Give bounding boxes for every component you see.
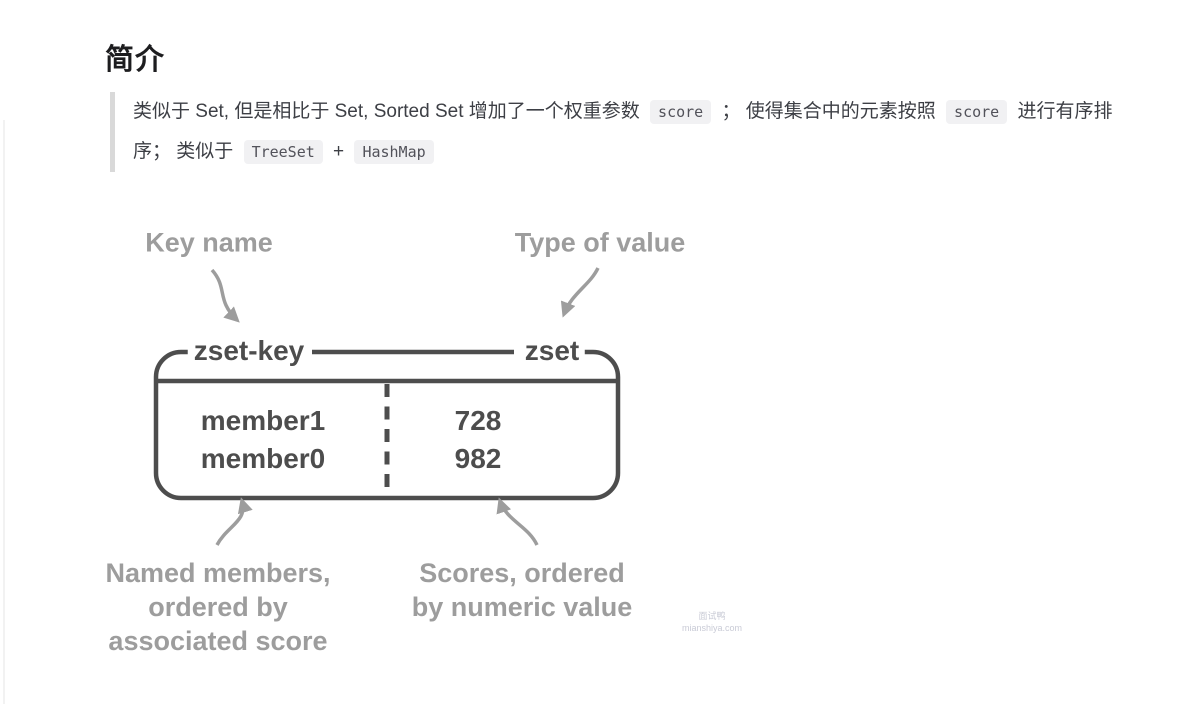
watermark-site-url: mianshiya.com [681,623,743,633]
quote-text-segment: ； 使得集合中的元素按照 [716,101,942,122]
quote-text-segment: 类似于 Set, 但是相比于 Set, Sorted Set 增加了一个权重参数 [133,101,646,122]
section-heading: 简介 [105,44,166,76]
watermark-site-name: 面试鸭 [698,611,726,621]
type-of-value-label: Type of value [514,227,686,258]
member-cell: member0 [200,443,326,474]
caption-line: ordered by [148,592,288,622]
scores-arrow [496,497,539,546]
watermark: 面试鸭 mianshiya.com [676,610,748,634]
type-of-value-arrow [560,267,600,318]
caption-line: by numeric value [411,592,633,622]
quote-text: 类似于 Set, 但是相比于 Set, Sorted Set 增加了一个权重参数… [133,100,1113,164]
score-cell: 982 [454,443,502,474]
inline-code: score [650,100,712,124]
quote-text-segment: + [327,141,350,162]
inline-code: HashMap [354,140,434,164]
page-edge-divider [3,120,5,704]
inline-code: TreeSet [243,140,323,164]
caption-line: Named members, [105,558,331,588]
key-name-label: Key name [145,227,273,258]
named-members-arrow [215,497,253,546]
named-members-caption: Named members, ordered by associated sco… [105,556,330,658]
inline-code: score [946,100,1008,124]
caption-line: associated score [108,626,328,656]
blockquote: 类似于 Set, 但是相比于 Set, Sorted Set 增加了一个权重参数… [110,92,1132,172]
quote-text-segment: 进行有序排序； 类似于 [133,101,1113,162]
member-cell: member1 [200,405,326,436]
key-name-arrow [210,268,240,323]
zset-type-label: zset [518,335,586,367]
score-cell: 728 [454,405,502,436]
scores-caption: Scores, ordered by numeric value [412,556,633,624]
zset-key-label: zset-key [187,335,311,367]
caption-line: Scores, ordered [419,558,625,588]
